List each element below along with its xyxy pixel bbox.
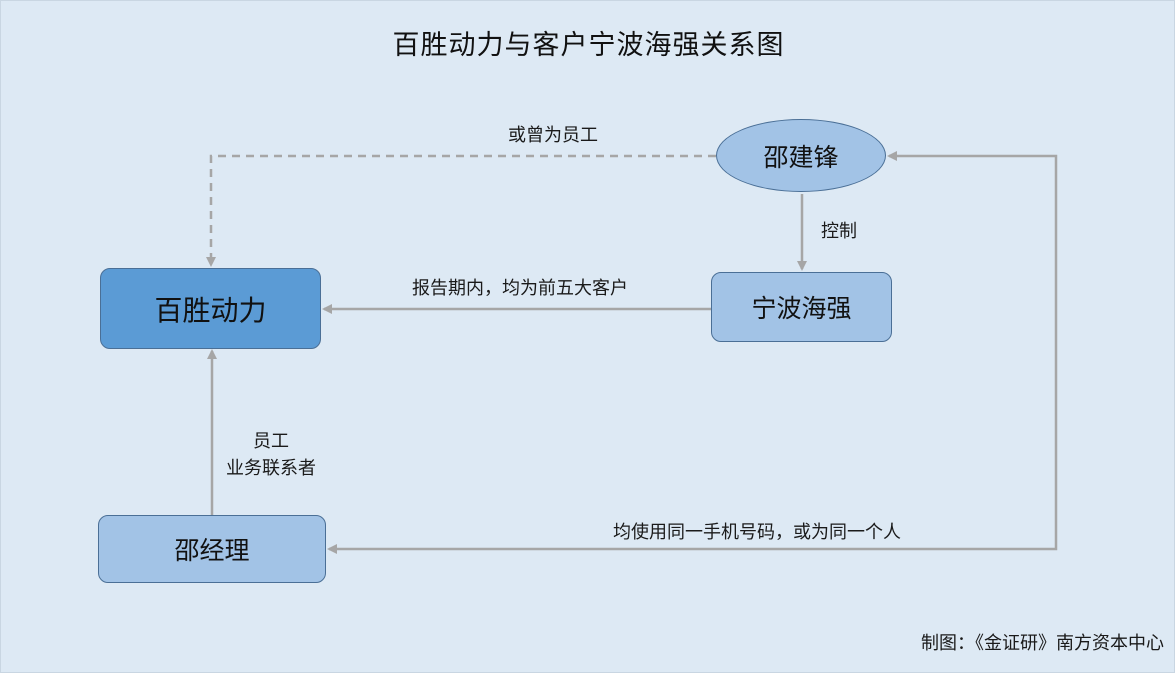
- credit-text: 制图：《金证研》南方资本中心: [921, 633, 1164, 654]
- edge-label-staff: 员工 业务联系者: [211, 428, 331, 482]
- edge-label-top-customer: 报告期内，均为前五大客户: [412, 278, 628, 299]
- node-shao-jianfeng: 邵建锋: [716, 119, 886, 192]
- diagram-title: 百胜动力与客户宁波海强关系图: [392, 30, 785, 61]
- node-ningbo-haiqiang: 宁波海强: [711, 272, 892, 342]
- node-manager-shao: 邵经理: [98, 515, 326, 583]
- edge-label-control: 控制: [821, 221, 857, 242]
- connector-same-phone-to-manager: [327, 361, 1058, 554]
- edge-label-staff-line1: 员工: [253, 431, 289, 452]
- node-baisheng-power: 百胜动力: [100, 268, 321, 349]
- edge-label-former-employee: 或曾为员工: [508, 125, 598, 146]
- connector-same-phone-to-shao: [887, 151, 1058, 361]
- connector-former-employee: [206, 154, 716, 267]
- edge-label-staff-line2: 业务联系者: [226, 458, 316, 479]
- edge-label-same-phone: 均使用同一手机号码，或为同一个人: [613, 522, 901, 543]
